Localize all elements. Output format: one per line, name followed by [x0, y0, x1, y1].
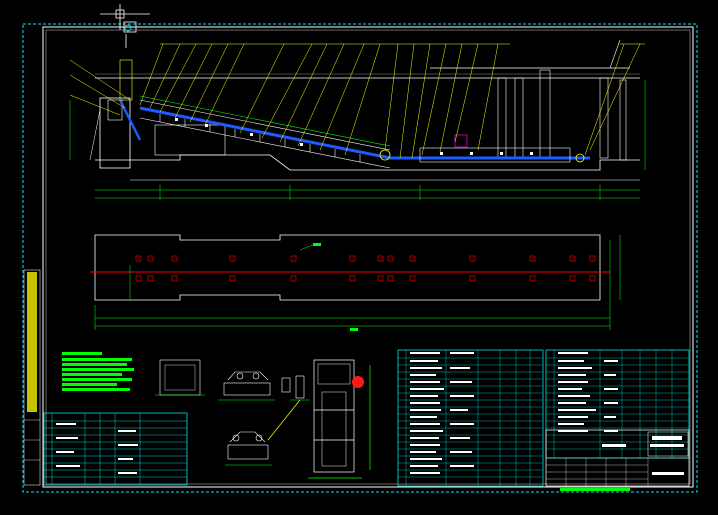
side-elevation-view [69, 39, 646, 200]
frame-inner-line [45, 29, 691, 485]
bill-of-quantities-table [43, 412, 188, 486]
technical-notes [62, 352, 134, 391]
left-revision-strip [23, 269, 41, 486]
parts-list-table [397, 349, 544, 487]
crosshair-cursor-icon[interactable] [100, 4, 150, 30]
cross-section-details [155, 359, 310, 466]
drive-frame-section [267, 359, 371, 479]
parts-list-table-right [545, 349, 690, 459]
ucs-icon [123, 21, 137, 48]
drive-motor-highlight [352, 376, 364, 388]
title-block [545, 429, 690, 491]
outer-dashed-border [22, 23, 698, 493]
plan-view [90, 234, 621, 331]
drawing-frame [42, 26, 694, 488]
